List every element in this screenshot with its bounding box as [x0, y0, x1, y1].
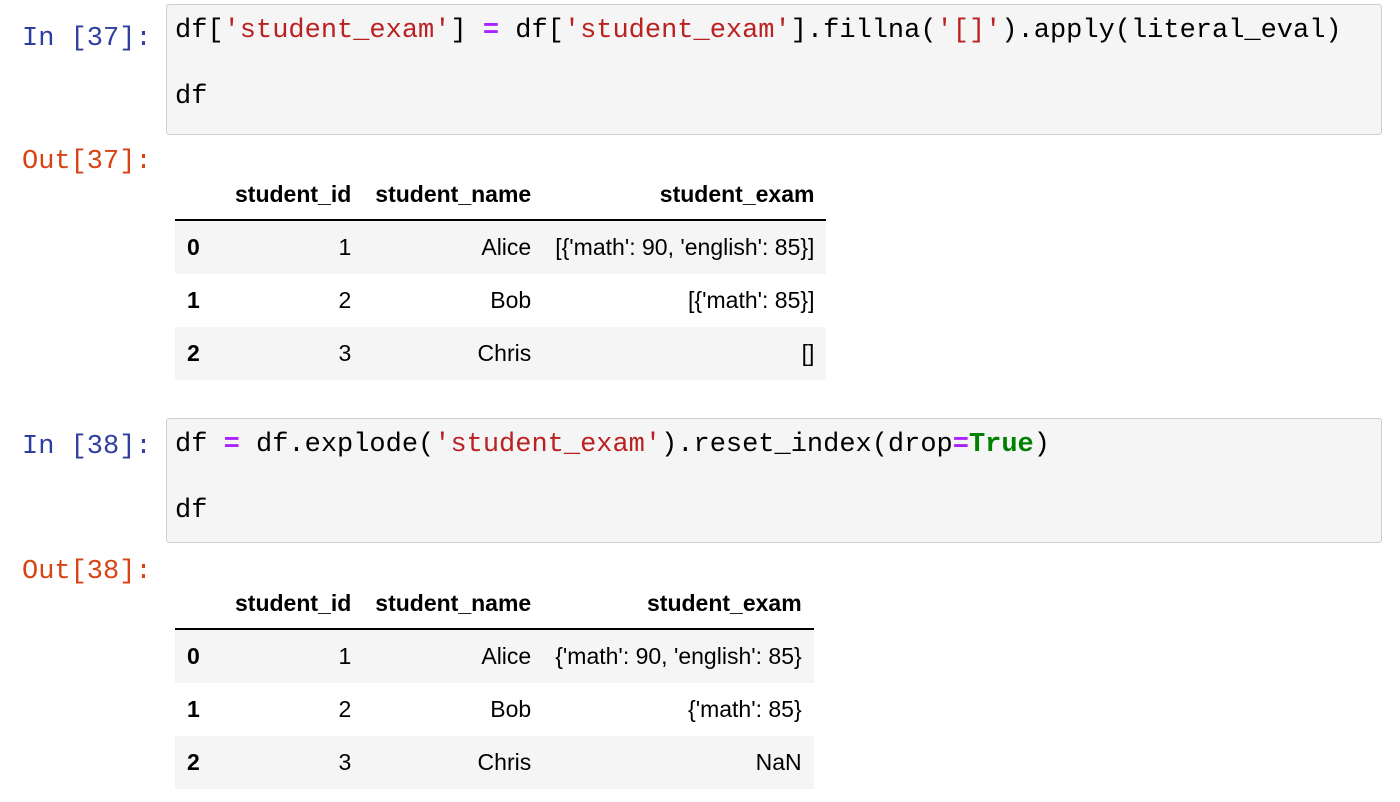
cell-student-exam: {'math': 90, 'english': 85}: [555, 643, 802, 669]
code-text: ).reset_index(drop: [661, 430, 953, 460]
row-index: 0: [187, 643, 200, 669]
cell-student-name: Chris: [477, 340, 532, 366]
code-operator: =: [482, 16, 500, 46]
code-text: ): [1033, 430, 1050, 460]
cell-student-name: Chris: [477, 749, 532, 775]
table-header-row: student_id student_name student_exam: [175, 169, 827, 221]
column-header-student-name: student_name: [363, 578, 544, 630]
column-header-student-name: student_name: [363, 169, 544, 221]
cell-student-id: 1: [338, 643, 352, 669]
input-prompt-38: In [38]:: [22, 432, 152, 462]
cell-student-exam: []: [801, 340, 815, 366]
cell-student-id: 3: [338, 340, 352, 366]
dataframe-table: student_id student_name student_exam 0 1…: [175, 169, 827, 380]
code-text: df.explode(: [239, 430, 435, 460]
column-header-student-exam: student_exam: [543, 578, 814, 630]
code-string: 'student_exam': [563, 16, 791, 46]
row-index: 1: [187, 287, 200, 313]
dataframe-table: student_id student_name student_exam 0 1…: [175, 578, 814, 789]
input-prompt-37: In [37]:: [22, 24, 152, 54]
row-index: 2: [187, 749, 200, 775]
cell-student-name: Bob: [490, 696, 532, 722]
code-line-37-2: df: [175, 82, 208, 112]
code-operator: =: [223, 430, 240, 460]
table-row: 0 1 Alice [{'math': 90, 'english': 85}]: [175, 220, 827, 274]
index-header: [175, 169, 223, 221]
row-index: 0: [187, 234, 200, 260]
code-line-38-1: df = df.explode('student_exam').reset_in…: [175, 429, 1373, 461]
table-row: 2 3 Chris NaN: [175, 736, 814, 789]
row-index: 1: [187, 696, 200, 722]
code-string: 'student_exam': [223, 16, 451, 46]
cell-student-exam: [{'math': 90, 'english': 85}]: [555, 234, 815, 260]
index-header: [175, 578, 223, 630]
code-keyword: True: [968, 430, 1034, 460]
cell-student-name: Alice: [481, 643, 532, 669]
code-string: 'student_exam': [434, 430, 662, 460]
cell-student-id: 3: [338, 749, 352, 775]
cell-student-name: Bob: [490, 287, 532, 313]
column-header-student-id: student_id: [223, 578, 364, 630]
table-row: 2 3 Chris []: [175, 327, 827, 380]
table-header-row: student_id student_name student_exam: [175, 578, 814, 630]
column-header-student-exam: student_exam: [543, 169, 827, 221]
output-dataframe-37: student_id student_name student_exam 0 1…: [175, 169, 827, 380]
code-text: df[: [175, 16, 224, 46]
cell-student-exam: {'math': 85}: [688, 696, 802, 722]
cell-student-id: 2: [338, 696, 352, 722]
code-operator: =: [952, 430, 969, 460]
code-line-38-2: df: [175, 496, 208, 526]
table-row: 0 1 Alice {'math': 90, 'english': 85}: [175, 629, 814, 683]
output-prompt-38: Out[38]:: [22, 557, 152, 587]
cell-student-id: 1: [338, 234, 352, 260]
code-text: df: [175, 430, 224, 460]
output-dataframe-38: student_id student_name student_exam 0 1…: [175, 578, 814, 789]
output-prompt-37: Out[37]:: [22, 147, 152, 177]
code-line-37-1: df['student_exam'] = df['student_exam'].…: [175, 15, 1373, 47]
column-header-student-id: student_id: [223, 169, 364, 221]
code-text: ]: [450, 16, 483, 46]
code-text: ).apply(literal_eval): [1001, 16, 1342, 46]
table-row: 1 2 Bob {'math': 85}: [175, 683, 814, 736]
cell-student-name: Alice: [481, 234, 532, 260]
code-string: '[]': [936, 16, 1002, 46]
row-index: 2: [187, 340, 200, 366]
code-text: df[: [499, 16, 564, 46]
cell-student-exam: [{'math': 85}]: [688, 287, 815, 313]
cell-student-exam: NaN: [755, 749, 802, 775]
code-text: ].fillna(: [790, 16, 937, 46]
code-cell-37[interactable]: df['student_exam'] = df['student_exam'].…: [166, 4, 1382, 135]
cell-student-id: 2: [338, 287, 352, 313]
table-row: 1 2 Bob [{'math': 85}]: [175, 274, 827, 327]
code-cell-38[interactable]: df = df.explode('student_exam').reset_in…: [166, 418, 1382, 543]
